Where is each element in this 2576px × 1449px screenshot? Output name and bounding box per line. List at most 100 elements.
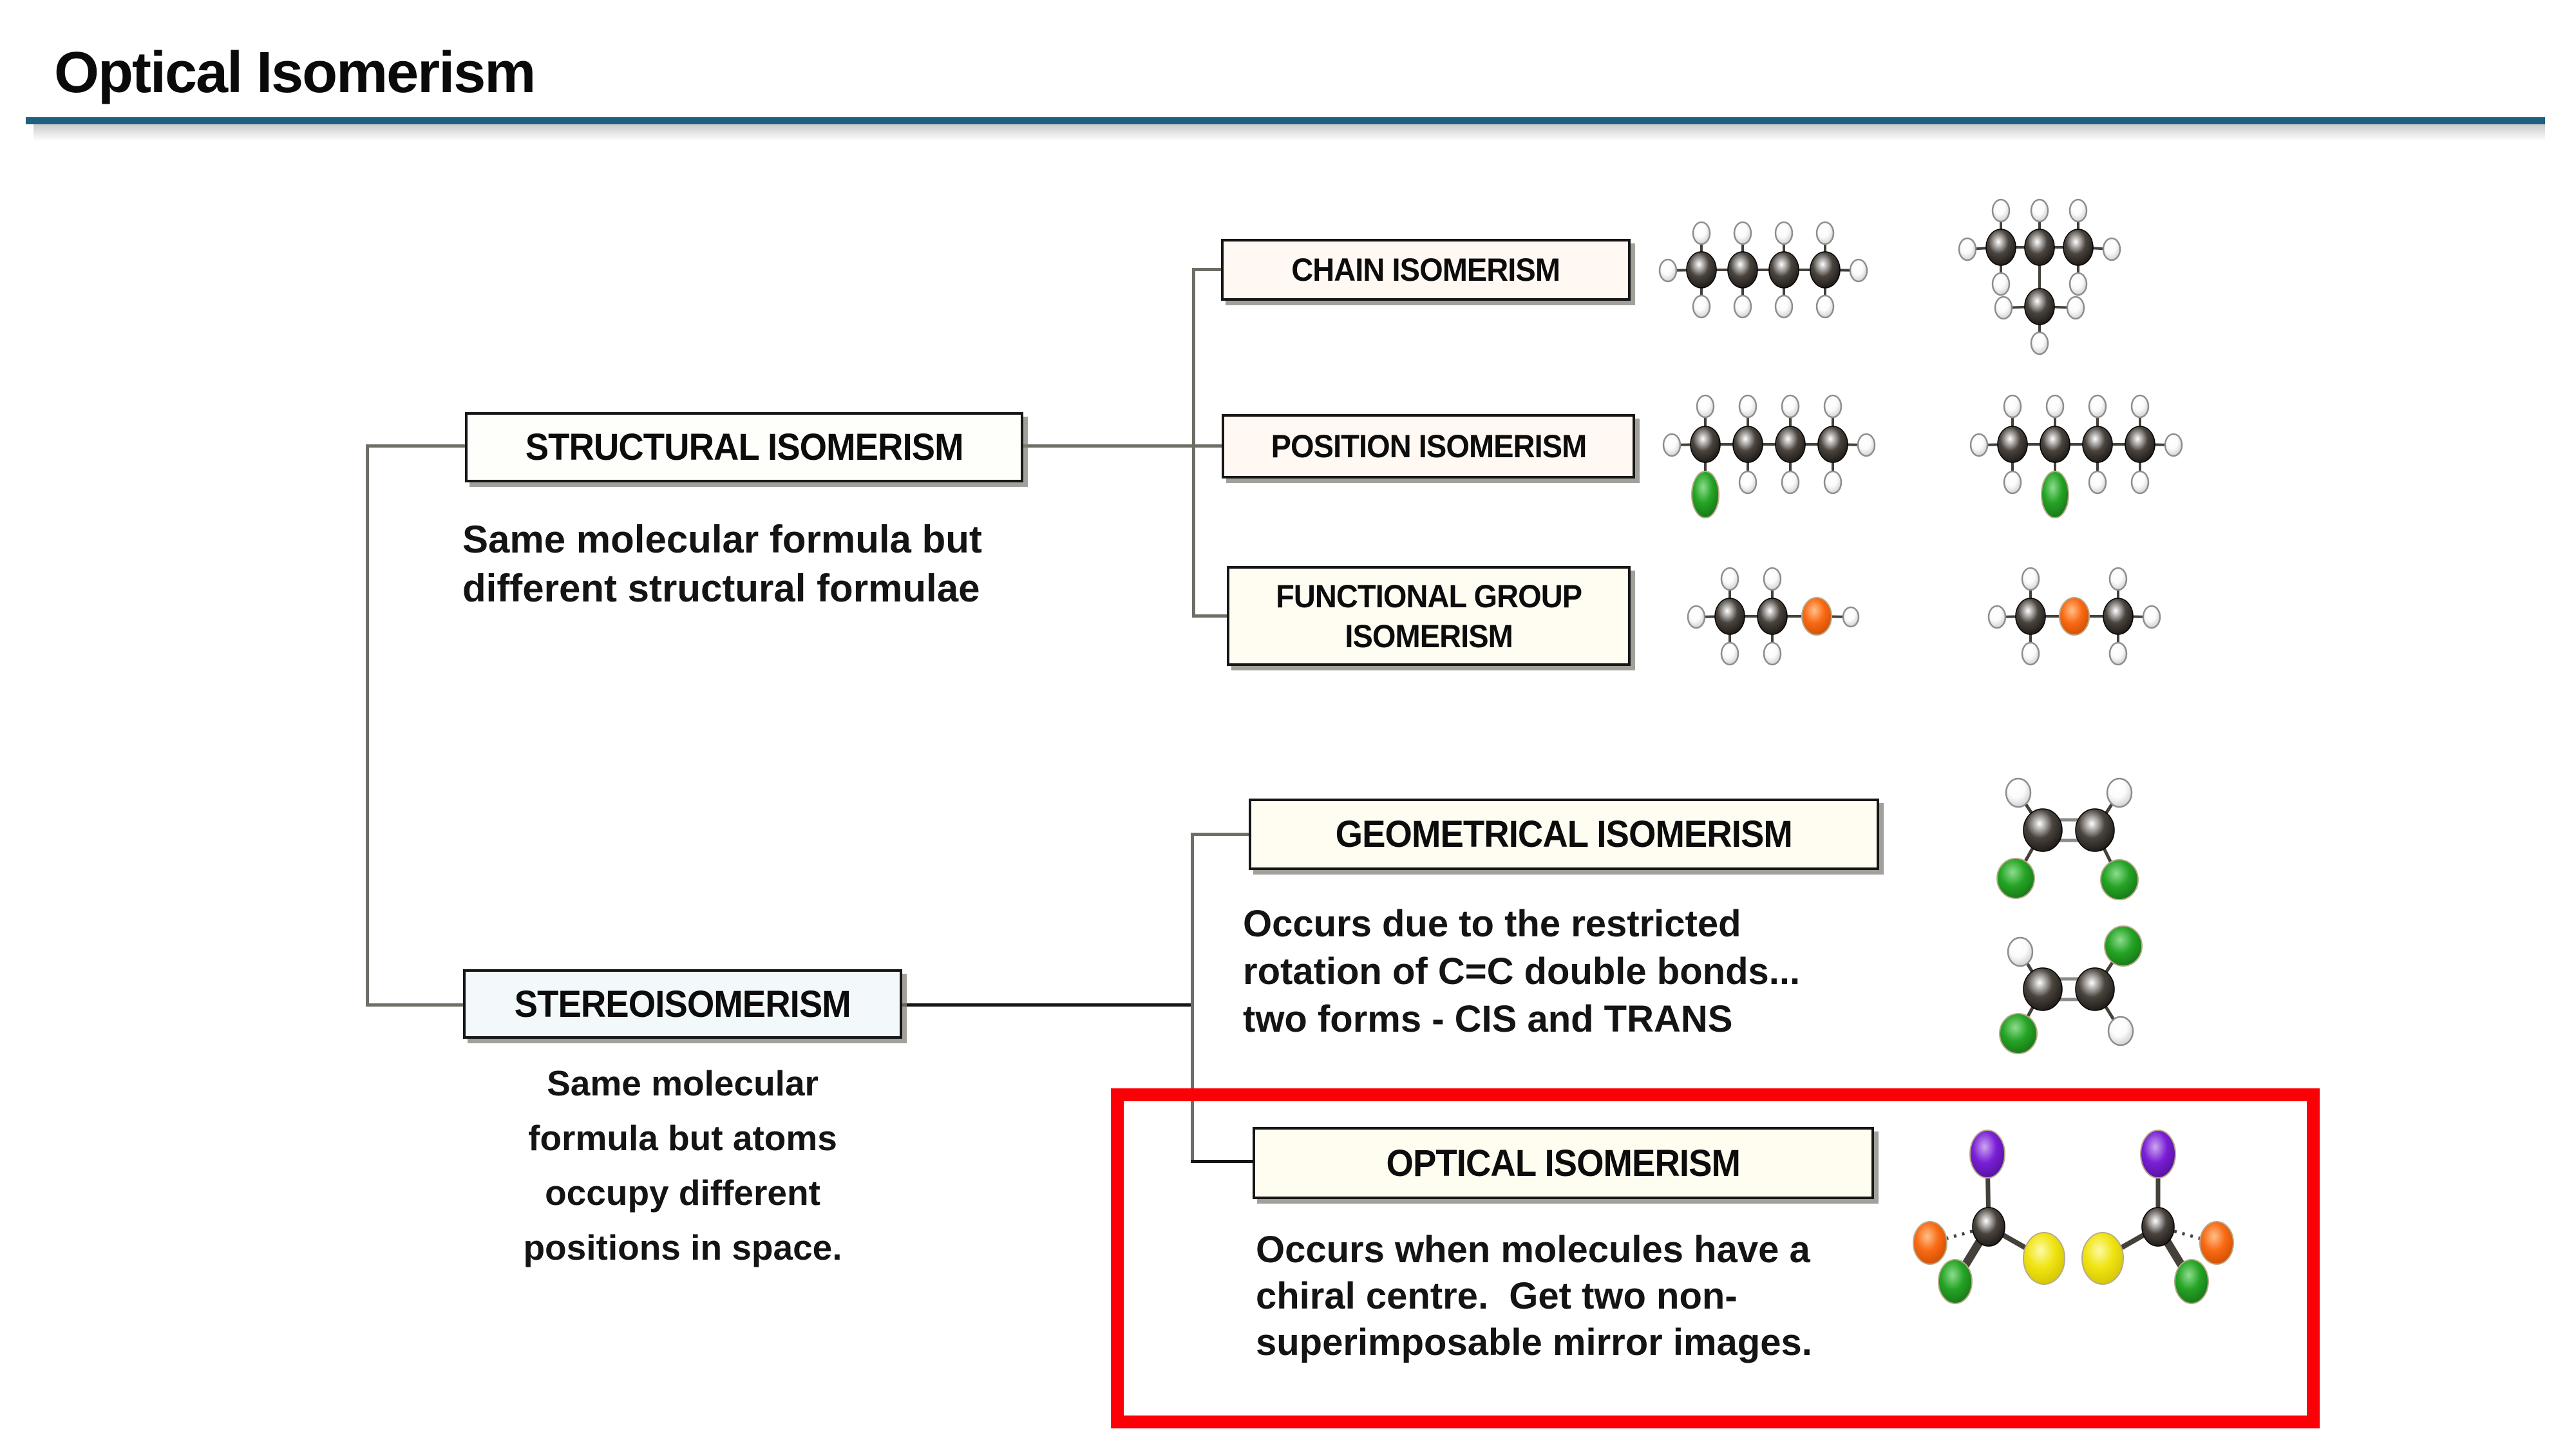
- atom-H: [2088, 394, 2107, 419]
- atom-H: [2066, 296, 2085, 320]
- connector-stereo-branch-vertical: [1191, 833, 1194, 1163]
- connector-functional-stub: [1192, 614, 1229, 618]
- atom-H: [1763, 641, 1782, 666]
- atom-H: [2142, 605, 2161, 629]
- atom-H: [1720, 641, 1739, 666]
- atom-H: [1774, 294, 1794, 319]
- node-stereoisomerism: STEREOISOMERISM: [463, 969, 902, 1039]
- atom-C: [2125, 426, 2155, 463]
- node-geometrical-isomerism: GEOMETRICAL ISOMERISM: [1249, 799, 1879, 870]
- geometrical-description-line: Occurs due to the restricted: [1243, 903, 1741, 945]
- atom-H: [1991, 272, 2011, 296]
- atom-O: [1801, 597, 1832, 636]
- optical-description-line: superimposable mirror images.: [1256, 1321, 1812, 1363]
- connector-structural-right-stub: [1023, 444, 1195, 448]
- stereo-description: Same molecular formula but atoms occupy …: [470, 1056, 895, 1275]
- atom-H: [1969, 433, 1989, 457]
- atom-C: [2024, 288, 2055, 325]
- connector-structural-branch-vertical: [1192, 268, 1195, 618]
- optical-description-line: chiral centre. Get two non-: [1256, 1275, 1738, 1317]
- node-optical-label: OPTICAL ISOMERISM: [1386, 1142, 1741, 1184]
- atom-H: [1857, 433, 1876, 457]
- node-optical-isomerism: OPTICAL ISOMERISM: [1253, 1127, 1874, 1199]
- atom-H: [2069, 272, 2088, 296]
- atom-H: [2130, 470, 2150, 495]
- atom-H: [1849, 258, 1868, 283]
- atom-H: [1815, 221, 1835, 245]
- atom-O: [2199, 1221, 2234, 1265]
- molecule-halide-position-1: [1662, 394, 1876, 518]
- atom-H: [2030, 198, 2049, 223]
- atom-H: [1763, 567, 1782, 591]
- atom-C: [2040, 426, 2070, 463]
- atom-C: [2082, 426, 2113, 463]
- atom-C: [2063, 229, 2094, 266]
- atom-C: [2075, 808, 2115, 852]
- atom-P: [1969, 1130, 2005, 1179]
- atom-H: [2005, 777, 2032, 808]
- stereo-description-line: positions in space.: [523, 1227, 842, 1267]
- atom-H: [2108, 641, 2128, 666]
- node-chain-isomerism: CHAIN ISOMERISM: [1221, 239, 1631, 301]
- atom-H: [1662, 433, 1681, 457]
- optical-description-line: Occurs when molecules have a: [1256, 1229, 1810, 1271]
- atom-C: [2023, 808, 2063, 852]
- atom-Y: [2023, 1232, 2065, 1285]
- atom-C: [1817, 426, 1848, 463]
- atom-G: [2100, 859, 2139, 900]
- atom-H: [2007, 936, 2034, 967]
- connector-left-vertical: [366, 444, 369, 1007]
- title-underline: [26, 117, 2545, 124]
- atom-H: [1823, 394, 1842, 419]
- atom-C: [2075, 967, 2115, 1011]
- stereo-description-line: Same molecular: [547, 1063, 819, 1103]
- node-stereo-label: STEREOISOMERISM: [514, 983, 851, 1025]
- atom-G: [2174, 1259, 2209, 1304]
- atom-H: [1991, 198, 2011, 223]
- atom-H: [1658, 258, 1678, 283]
- connector-chain-stub: [1192, 268, 1223, 271]
- atom-H: [1720, 567, 1739, 591]
- atom-C: [1732, 426, 1763, 463]
- connector-stereo-left-stub: [366, 1003, 464, 1007]
- atom-G: [1996, 858, 2035, 899]
- atom-H: [2069, 198, 2088, 223]
- structural-description-line: different structural formulae: [462, 567, 980, 610]
- title-underline-shadow: [33, 124, 2545, 141]
- molecule-methylpropane: [1958, 198, 2121, 355]
- atom-H: [2164, 433, 2183, 457]
- atom-H: [1692, 221, 1711, 245]
- atom-H: [1733, 294, 1752, 319]
- atom-H: [1815, 294, 1835, 319]
- atom-H: [1738, 394, 1757, 419]
- node-structural-isomerism: STRUCTURAL ISOMERISM: [465, 412, 1023, 482]
- optical-description: Occurs when molecules have a chiral cent…: [1256, 1227, 1812, 1366]
- atom-H: [2107, 1016, 2134, 1046]
- optical-highlight-frame: [1111, 1088, 2320, 1428]
- atom-H: [1738, 470, 1757, 495]
- molecule-mirror-image-right: [2081, 1130, 2234, 1304]
- atom-H: [2030, 331, 2049, 355]
- atom-C: [1972, 1207, 2005, 1247]
- atom-H: [1987, 605, 2007, 629]
- molecule-alcohol: [1687, 567, 1860, 666]
- node-structural-label: STRUCTURAL ISOMERISM: [525, 426, 964, 468]
- molecule-ether: [1987, 567, 2161, 666]
- atom-H: [2088, 470, 2107, 495]
- atom-O: [1913, 1221, 1947, 1265]
- atom-H: [1696, 394, 1715, 419]
- node-position-label: POSITION ISOMERISM: [1271, 428, 1587, 464]
- connector-geometrical-stub: [1191, 833, 1251, 836]
- atom-H: [2106, 777, 2133, 808]
- atom-C: [1997, 426, 2028, 463]
- atom-G: [1999, 1013, 2038, 1054]
- structural-description-line: Same molecular formula but: [462, 518, 982, 561]
- atom-H: [1842, 606, 1860, 628]
- connector-structural-left-stub: [366, 444, 466, 448]
- node-position-isomerism: POSITION ISOMERISM: [1222, 414, 1635, 478]
- atom-C: [2103, 598, 2134, 635]
